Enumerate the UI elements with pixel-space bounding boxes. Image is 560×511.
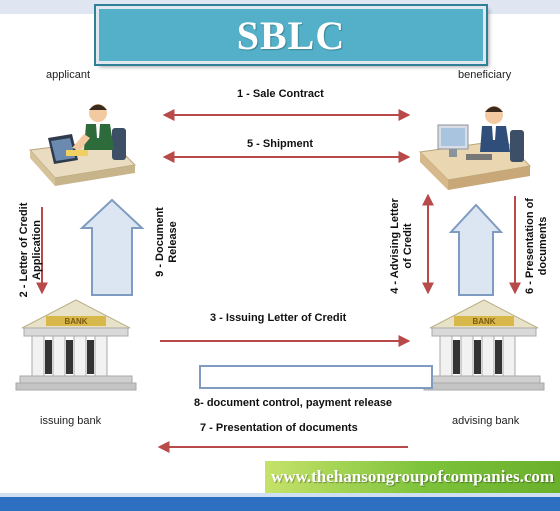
issuing-bank-sign: BANK [64,317,87,326]
step-9-label: 9 - Document Release [154,194,182,290]
step-3-label: 3 - Issuing Letter of Credit [210,312,347,324]
step-6-line-1: 6 - Presentation of [524,198,536,294]
page-title: SBLC [236,12,346,58]
applicant-label: applicant [46,69,91,81]
issuing-bank-icon: BANK [15,299,137,391]
payment-release-bar [199,365,433,389]
advising-bank-icon: BANK [423,299,545,391]
applicant-workstation-icon [28,104,137,186]
step-5-label: 5 - Shipment [247,138,314,150]
step-2-line-2: Application [31,220,43,280]
step-6-label: 6 - Presentation of documents [524,188,552,304]
bottom-band [0,497,560,511]
issuing-bank-label: issuing bank [40,415,102,427]
watermark-text: www.thehansongroupofcompanies.com [271,467,555,486]
bottom-band-light [0,493,560,497]
beneficiary-workstation-icon [418,106,532,190]
step-7-label: 7 - Presentation of documents [200,422,358,434]
step-6-line-2: documents [537,216,549,276]
advising-bank-label: advising bank [452,415,520,427]
step-2-line-1: 2 - Letter of Credit [18,202,30,298]
advising-bank-sign: BANK [472,317,495,326]
title-banner: SBLC [96,6,486,64]
beneficiary-label: beneficiary [458,69,512,81]
document-release-arrow [79,198,145,296]
step-4-label: 4 - Advising Letter of Credit [389,188,417,304]
watermark-banner: www.thehansongroupofcompanies.com [265,461,560,493]
step-4-line-1: 4 - Advising Letter [389,198,401,294]
step-8-label: 8- document control, payment release [194,397,393,409]
step-9-line-1: 9 - Document [154,207,166,277]
step-9-line-2: Release [167,221,179,263]
beneficiary-up-arrow [448,203,504,296]
step-1-label: 1 - Sale Contract [237,88,324,100]
step-2-label: 2 - Letter of Credit Application [18,190,46,310]
step-4-line-2: of Credit [402,223,414,269]
